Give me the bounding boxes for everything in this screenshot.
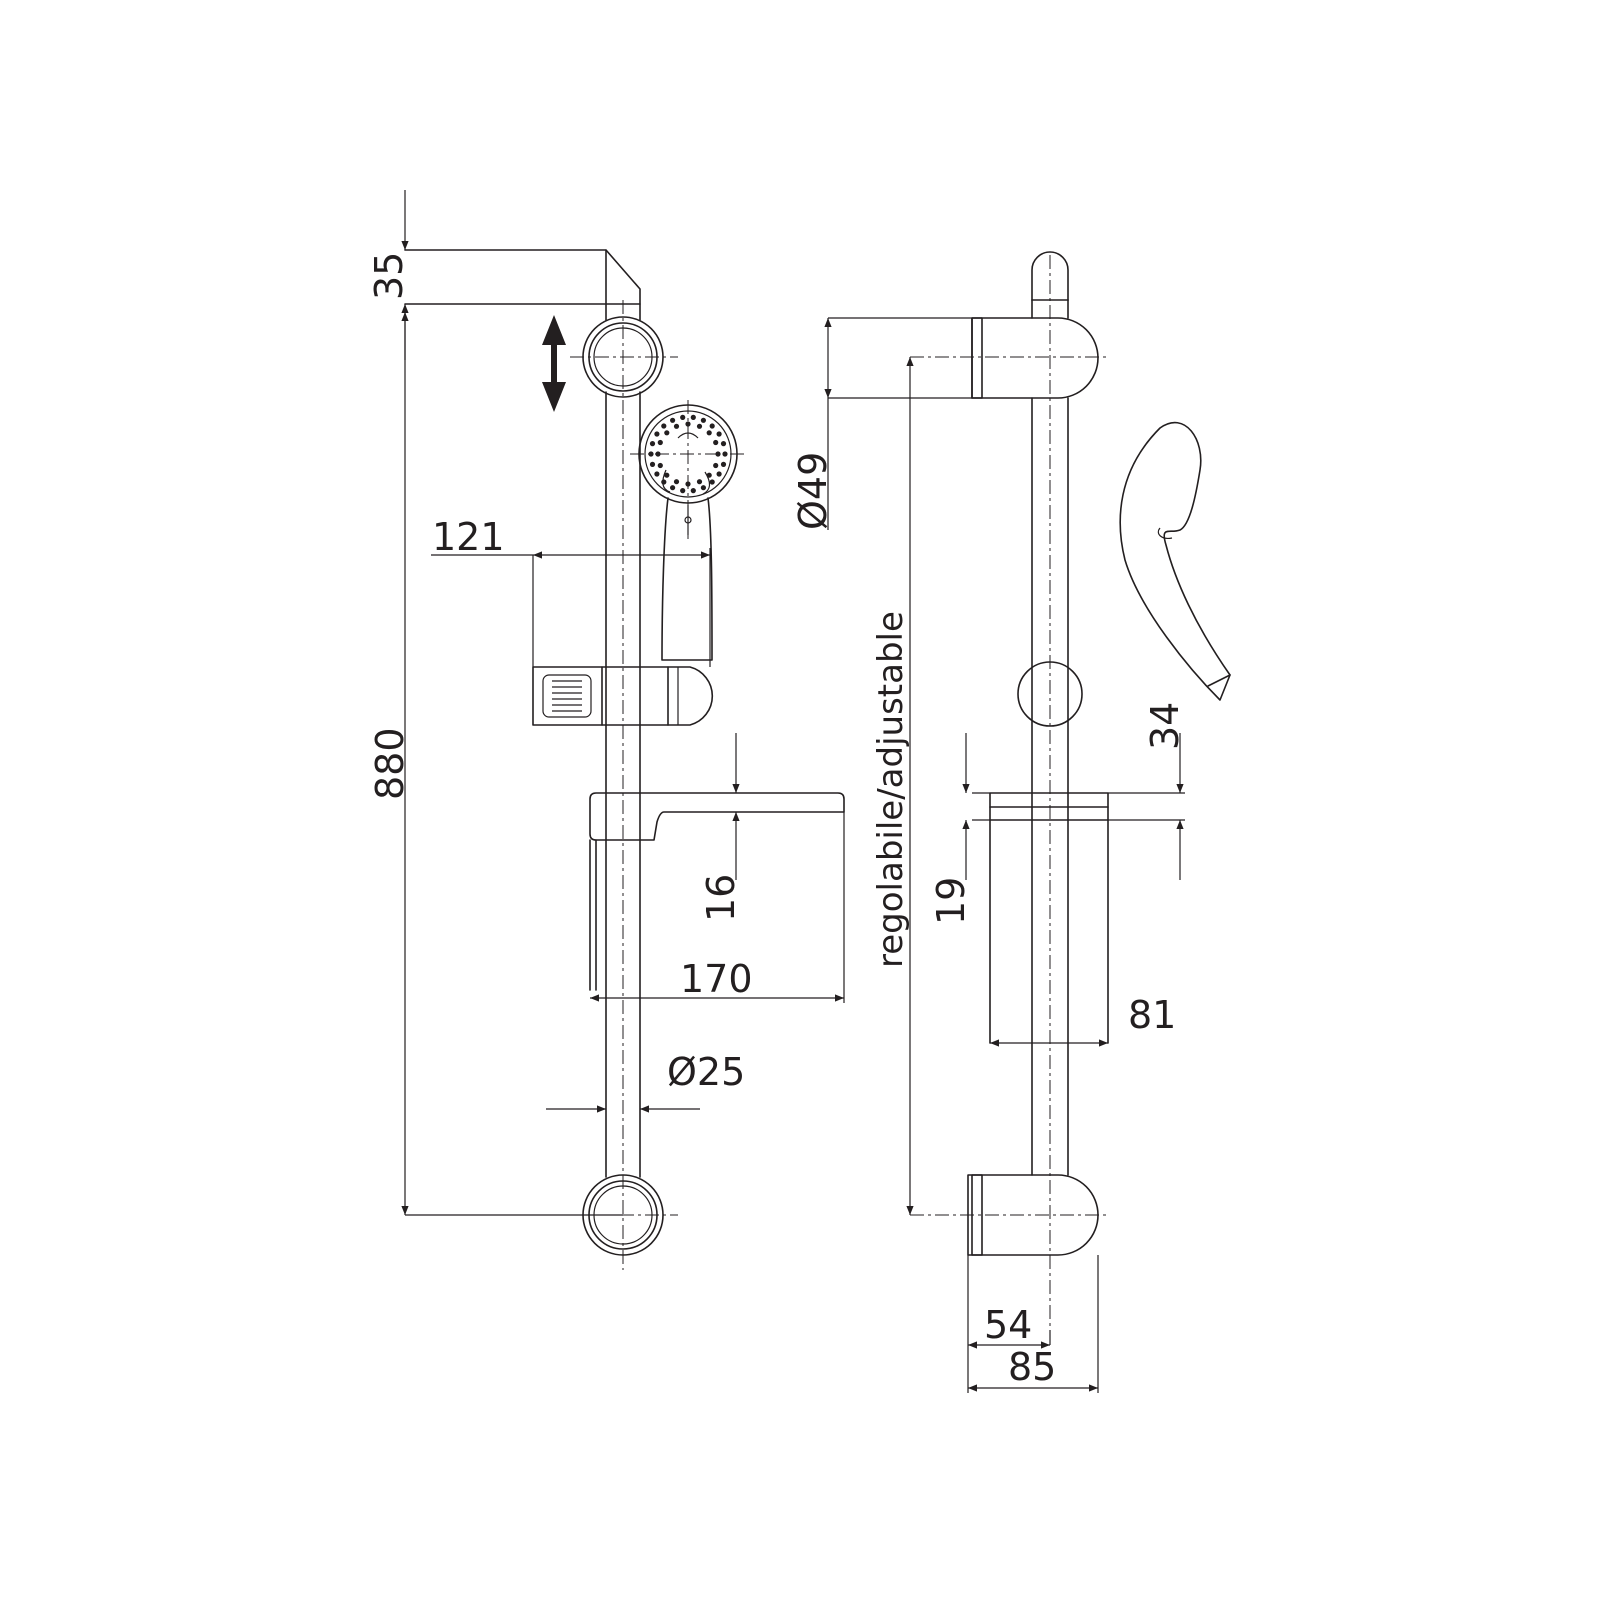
nozzle-dot xyxy=(709,423,715,429)
nozzle-dot xyxy=(661,423,667,429)
nozzle-dot xyxy=(657,462,663,469)
dimension-diameter-49: Ø49 xyxy=(791,317,972,530)
dimension-54-label: 54 xyxy=(984,1303,1032,1347)
upper-ring-support xyxy=(570,316,678,398)
hand-shower-front xyxy=(630,400,748,661)
nozzle-dot xyxy=(716,431,722,437)
dimension-35-label: 35 xyxy=(367,252,411,300)
nozzle-dot xyxy=(680,414,686,420)
dimension-121: 121 xyxy=(431,515,711,667)
dimension-adjustable: regolabile/adjustable xyxy=(871,357,914,1215)
nozzle-dot xyxy=(664,430,670,436)
nozzle-dot xyxy=(664,472,670,478)
nozzle-dot xyxy=(720,461,727,467)
upper-bracket-side xyxy=(910,317,1108,399)
nozzle-dot xyxy=(706,430,712,436)
dimension-diameter-49-label: Ø49 xyxy=(791,452,835,530)
nozzle-dot xyxy=(700,417,707,423)
dimension-16-label: 16 xyxy=(699,874,743,922)
dimension-54: 54 xyxy=(967,1255,1051,1393)
dimension-19-label: 19 xyxy=(929,877,973,925)
dimension-880: 880 xyxy=(368,312,623,1216)
nozzle-dot xyxy=(661,479,667,485)
slider-knob-side xyxy=(1017,661,1083,727)
side-rail xyxy=(1031,251,1069,1330)
dimension-34: 34 xyxy=(1108,702,1187,880)
dimension-16: 16 xyxy=(699,733,743,922)
hand-shower-side xyxy=(1119,421,1231,701)
nozzle-dot xyxy=(690,488,696,494)
nozzle-dot xyxy=(700,485,707,491)
dimension-81: 81 xyxy=(990,993,1176,1047)
dimension-19: 19 xyxy=(929,733,973,925)
adjustable-label: regolabile/adjustable xyxy=(871,611,911,968)
nozzle-dot xyxy=(716,471,722,477)
dimension-170-label: 170 xyxy=(680,957,753,1001)
nozzle-dot xyxy=(696,423,703,429)
nozzle-dot xyxy=(673,423,680,429)
nozzle-dot xyxy=(654,431,660,437)
dimension-121-label: 121 xyxy=(432,515,505,559)
soap-dish-front xyxy=(589,792,845,991)
nozzle-dot xyxy=(690,414,696,420)
nozzle-dot xyxy=(713,462,719,469)
slider-holder xyxy=(532,666,714,726)
dimension-170: 170 xyxy=(590,812,845,1003)
nozzle-dot xyxy=(673,479,680,485)
adjust-double-arrow-icon xyxy=(542,315,566,412)
dimension-81-label: 81 xyxy=(1128,993,1176,1037)
nozzle-dot xyxy=(720,441,727,447)
dimension-85: 85 xyxy=(968,1255,1099,1393)
nozzle-dot xyxy=(713,439,719,446)
nozzle-dot xyxy=(709,479,715,485)
nozzle-dot xyxy=(685,421,691,427)
nozzle-dot xyxy=(670,485,676,491)
nozzle-dot xyxy=(654,471,660,477)
nozzle-dot xyxy=(649,461,656,467)
dimension-diameter-25: Ø25 xyxy=(546,1050,745,1113)
nozzle-dot xyxy=(670,417,676,423)
soap-dish-side xyxy=(972,792,1109,1044)
front-view: 35 880 121 16 170 xyxy=(367,190,845,1270)
nozzle-dot xyxy=(657,439,663,446)
dimension-34-label: 34 xyxy=(1143,702,1187,750)
slide-rail xyxy=(605,300,641,1270)
nozzle-dot xyxy=(696,479,703,485)
nozzle-dot xyxy=(649,441,656,447)
dimension-diameter-25-label: Ø25 xyxy=(667,1050,745,1094)
top-bracket xyxy=(404,249,641,305)
nozzle-dot xyxy=(680,488,686,494)
side-view: Ø49 regolabile/adjustable 34 19 81 xyxy=(791,251,1231,1393)
dimension-85-label: 85 xyxy=(1008,1345,1056,1389)
nozzle-dots xyxy=(648,414,728,494)
lower-bracket-side xyxy=(910,1174,1108,1256)
dimension-880-label: 880 xyxy=(368,727,412,800)
